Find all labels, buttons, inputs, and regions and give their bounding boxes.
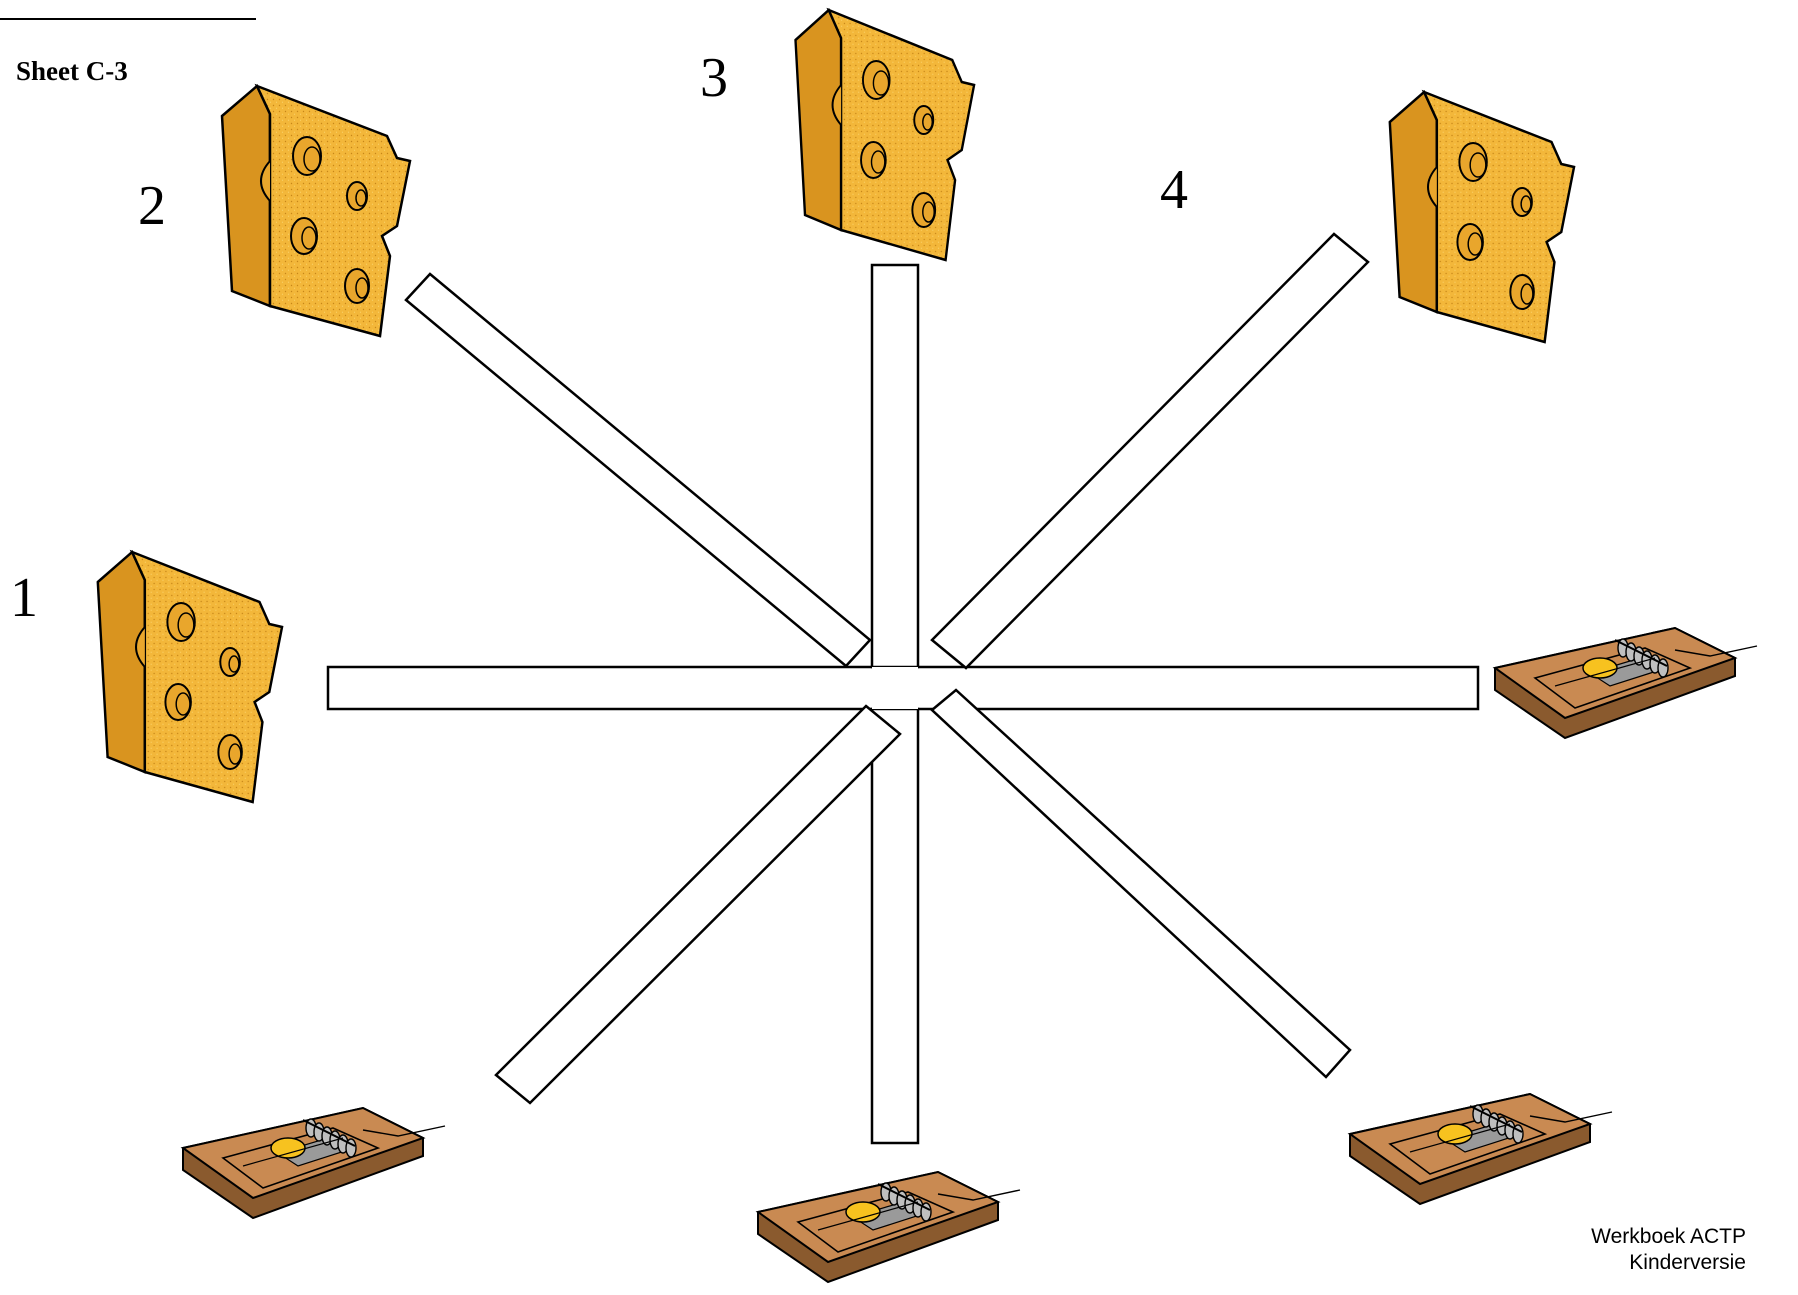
maze-arm-down	[872, 709, 918, 1143]
cheese-icon	[98, 552, 282, 802]
mousetrap-icon	[1350, 1094, 1612, 1204]
maze-arm-upper-left	[406, 274, 870, 666]
mousetrap-icon	[183, 1108, 445, 1218]
maze-arm-upper-right	[932, 234, 1368, 668]
header-rule	[0, 18, 256, 20]
maze-arm-lower-right	[932, 690, 1350, 1077]
goal-number-4: 4	[1160, 162, 1188, 218]
maze-arms	[328, 234, 1478, 1143]
cheese-icon	[1390, 92, 1574, 342]
maze-hub	[872, 667, 918, 709]
goal-number-3: 3	[700, 50, 728, 106]
footer-line-2: Kinderversie	[1591, 1250, 1746, 1276]
cheese-icon	[222, 86, 410, 336]
goal-number-2: 2	[138, 178, 166, 234]
maze-arm-lower-left	[496, 706, 900, 1103]
footer-credit: Werkboek ACTP Kinderversie	[1591, 1224, 1746, 1277]
goal-number-1: 1	[10, 570, 38, 626]
footer-line-1: Werkboek ACTP	[1591, 1224, 1746, 1250]
sheet-label: Sheet C-3	[16, 58, 128, 85]
maze-arm-up	[872, 265, 918, 667]
cheese-icon	[796, 10, 975, 260]
mousetrap-icon	[1495, 628, 1757, 738]
mousetrap-icon	[758, 1172, 1020, 1282]
